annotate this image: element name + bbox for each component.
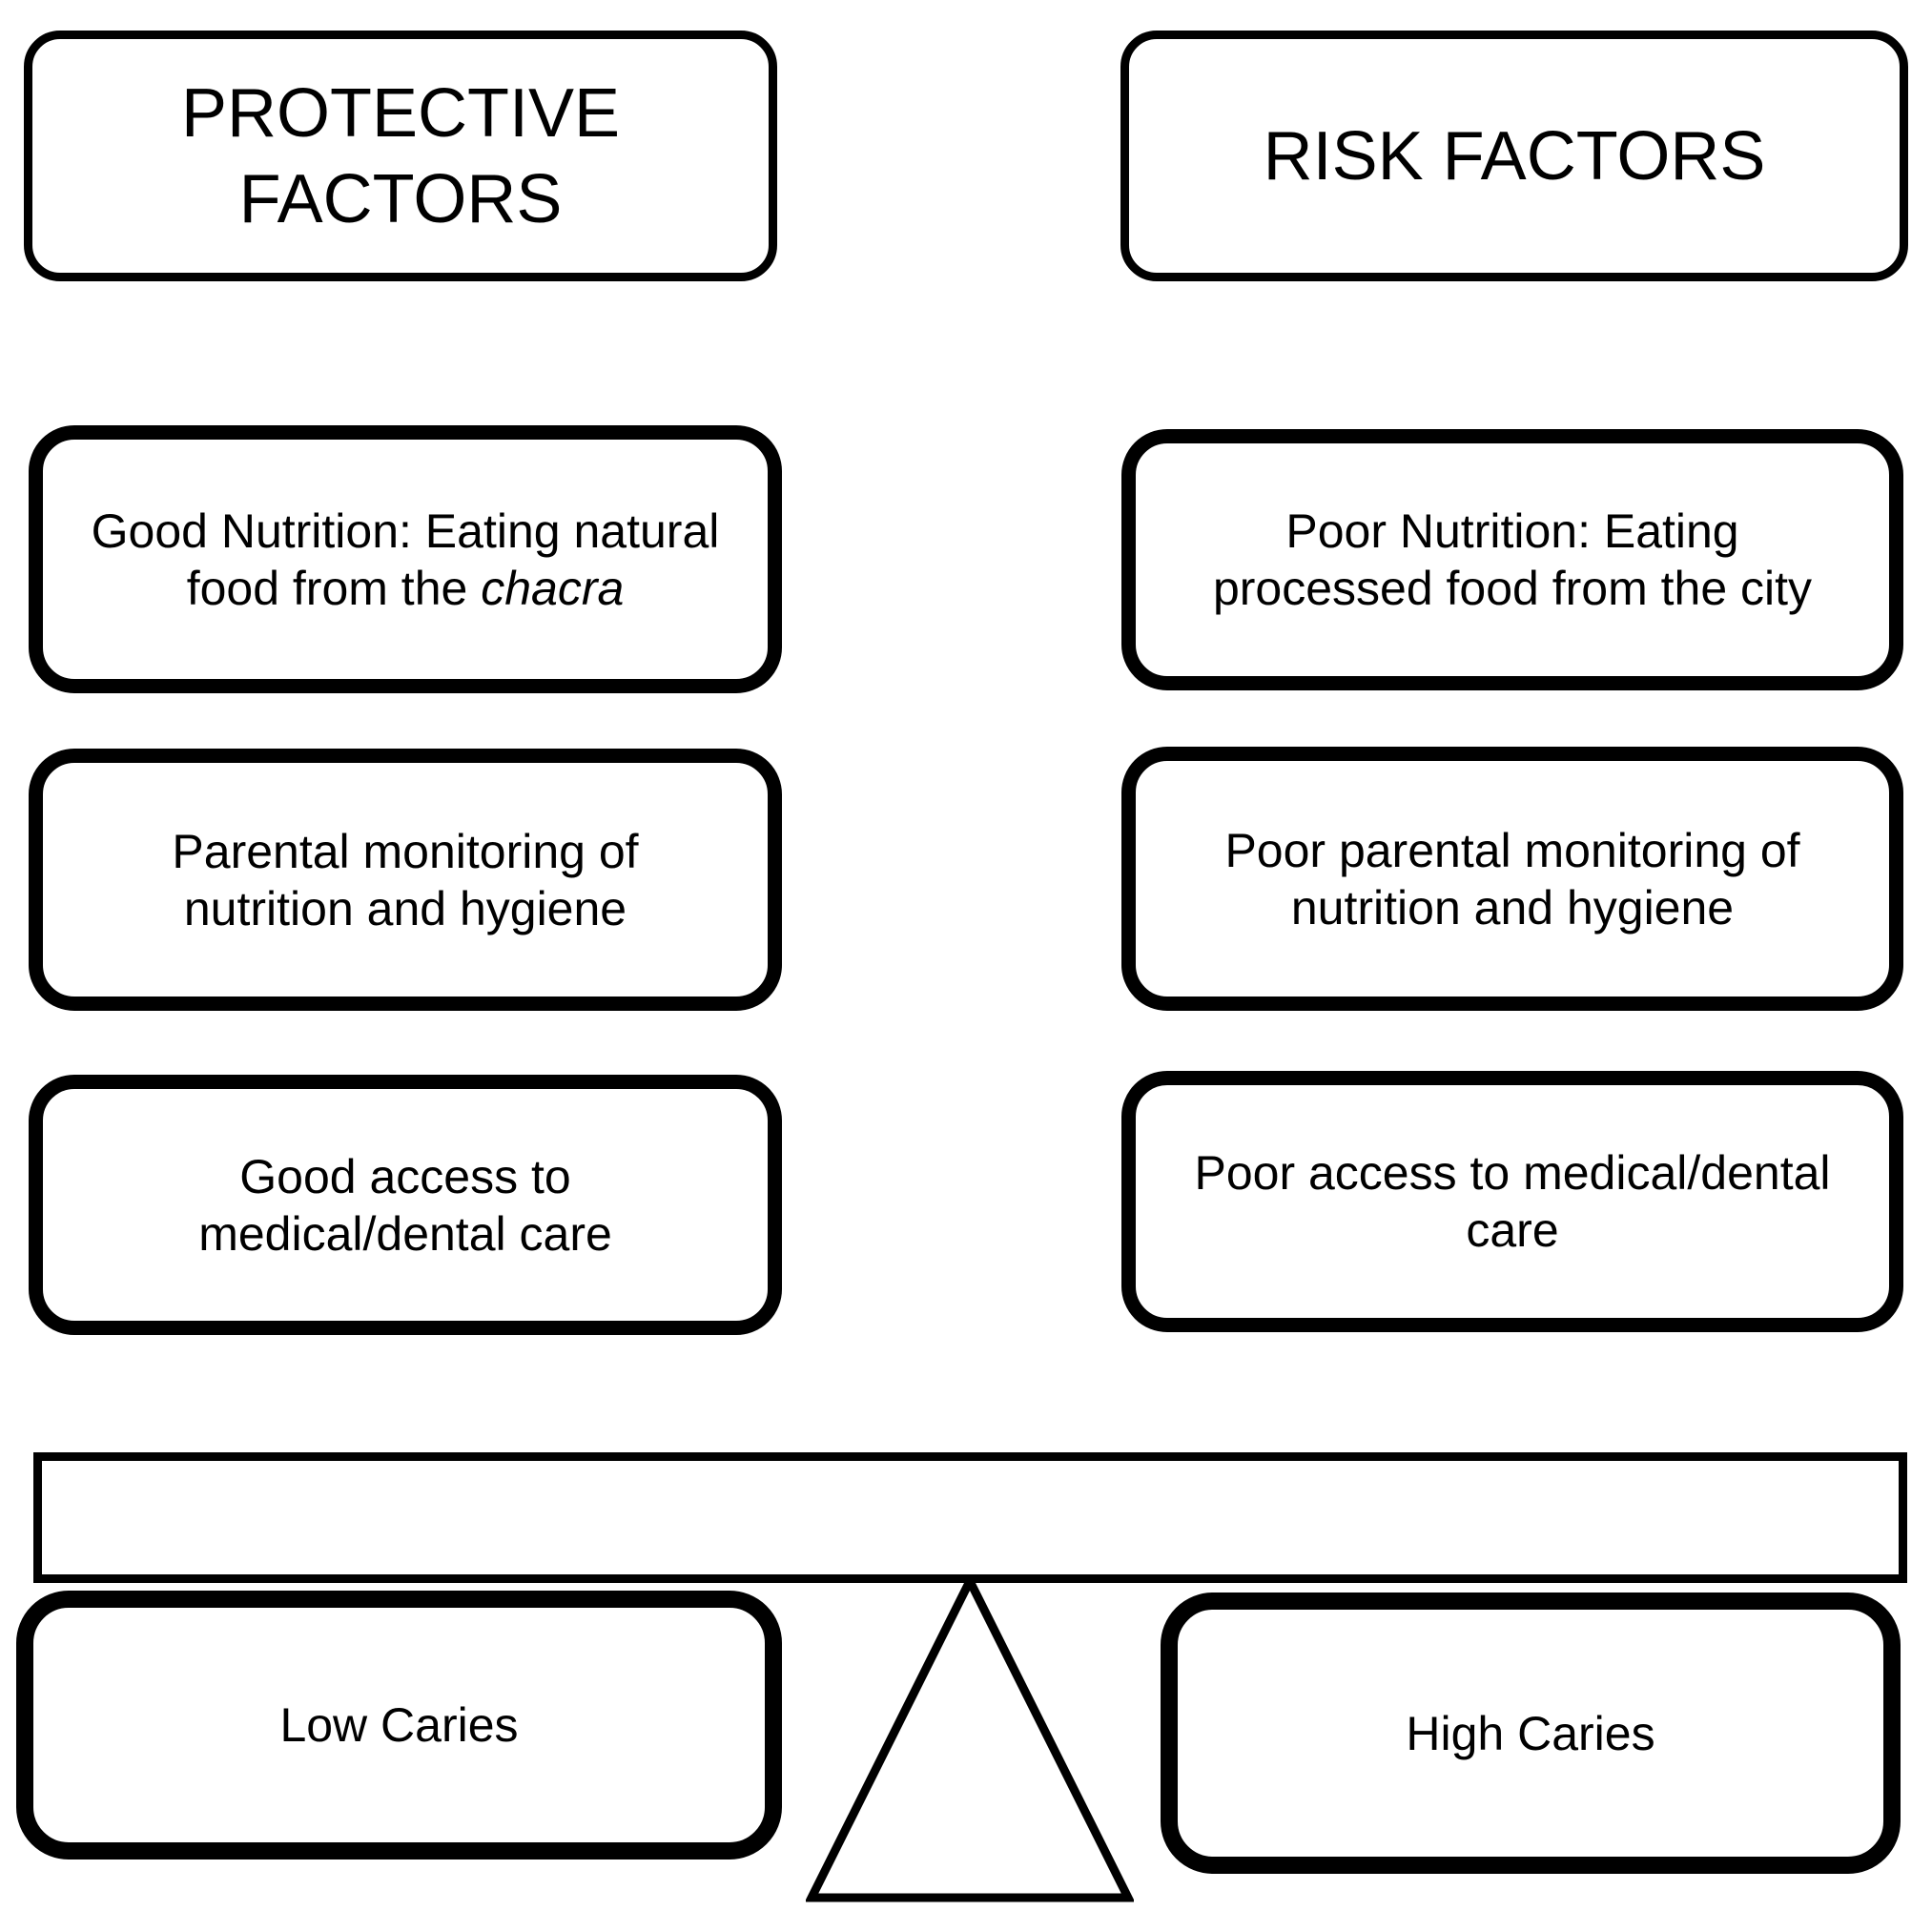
protective-factors-title: PROTECTIVE FACTORS: [180, 74, 621, 237]
factor-text-plain: Good access to medical/dental care: [198, 1149, 612, 1261]
factor-box-poor-nutrition: Poor Nutrition: Eating processed food fr…: [1121, 429, 1903, 690]
factor-box-good-nutrition: Good Nutrition: Eating natural food from…: [29, 425, 782, 693]
factor-box-parental-monitoring: Parental monitoring of nutrition and hyg…: [29, 749, 782, 1011]
factor-text-plain: Good Nutrition: Eating natural food from…: [91, 503, 720, 615]
factor-text-italic: chacra: [481, 561, 625, 615]
factor-text-parental-monitoring: Parental monitoring of nutrition and hyg…: [110, 823, 701, 937]
factor-text-plain: Parental monitoring of nutrition and hyg…: [172, 824, 639, 935]
factor-text-good-nutrition: Good Nutrition: Eating natural food from…: [62, 503, 749, 617]
factor-text-good-access: Good access to medical/dental care: [176, 1148, 634, 1263]
factor-text-poor-nutrition: Poor Nutrition: Eating processed food fr…: [1188, 503, 1837, 617]
outcome-label-high-caries: High Caries: [1406, 1706, 1655, 1760]
protective-factors-header-box: PROTECTIVE FACTORS: [24, 31, 777, 281]
factor-box-good-access: Good access to medical/dental care: [29, 1075, 782, 1335]
factor-text-plain: Poor Nutrition: Eating processed food fr…: [1212, 504, 1813, 615]
outcome-box-low-caries: Low Caries: [16, 1591, 782, 1860]
outcome-label-low-caries: Low Caries: [279, 1698, 519, 1752]
factor-text-poor-access: Poor access to medical/dental care: [1169, 1144, 1856, 1259]
outcome-box-high-caries: High Caries: [1161, 1592, 1901, 1874]
risk-factors-title: RISK FACTORS: [1263, 117, 1766, 195]
risk-factors-header-box: RISK FACTORS: [1120, 31, 1908, 281]
factor-text-poor-parental-monitoring: Poor parental monitoring of nutrition an…: [1179, 822, 1846, 936]
balance-beam: [33, 1452, 1907, 1583]
factor-text-plain: Poor access to medical/dental care: [1194, 1146, 1831, 1257]
factor-box-poor-parental-monitoring: Poor parental monitoring of nutrition an…: [1121, 747, 1903, 1011]
factor-text-plain: Poor parental monitoring of nutrition an…: [1224, 823, 1800, 935]
balance-fulcrum-triangle-icon: [806, 1575, 1134, 1902]
factor-box-poor-access: Poor access to medical/dental care: [1121, 1071, 1903, 1332]
